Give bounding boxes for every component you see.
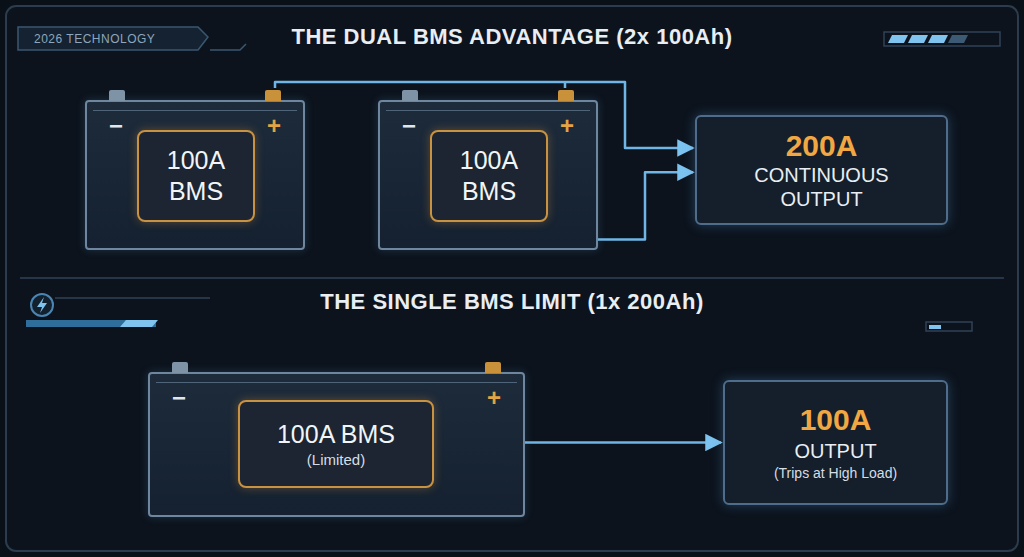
box-text: 100A <box>800 403 872 438</box>
box-text: (Trips at High Load) <box>774 464 897 482</box>
box-text: 100A BMS <box>454 145 524 208</box>
negative-terminal <box>172 362 188 373</box>
level-bar <box>926 322 972 331</box>
tech-tab <box>18 27 208 50</box>
box-text: CONTINUOUS OUTPUT <box>712 163 932 211</box>
box-text: OUTPUT <box>794 438 876 464</box>
box-text: 200A <box>786 129 858 164</box>
power-connector <box>598 172 693 239</box>
minus-sign: − <box>172 386 186 410</box>
box-text: 100A BMS <box>277 419 395 449</box>
battery: − +100A BMS <box>378 100 598 250</box>
bms-box: 100A BMS <box>137 130 255 222</box>
output-box: 200ACONTINUOUS OUTPUT <box>695 115 948 225</box>
bms-box: 100A BMS <box>430 130 548 222</box>
box-text: (Limited) <box>307 449 365 470</box>
battery: − +100A BMS <box>85 100 305 250</box>
charge-icon <box>26 294 210 327</box>
tag-label: 2026 TECHNOLOGY <box>34 32 155 46</box>
bms-box: 100A BMS(Limited) <box>238 400 434 488</box>
negative-terminal <box>402 90 418 101</box>
battery-lip <box>386 110 590 111</box>
battery-lip <box>93 110 297 111</box>
plus-sign: + <box>487 386 501 410</box>
divider <box>20 277 1004 279</box>
tab-trace <box>210 44 246 50</box>
minus-sign: − <box>109 114 123 138</box>
power-connector <box>525 441 721 444</box>
negative-terminal <box>109 90 125 101</box>
signal-bars <box>884 32 1000 46</box>
battery: − +100A BMS(Limited) <box>148 372 525 517</box>
battery-lip <box>156 382 517 383</box>
minus-sign: − <box>402 114 416 138</box>
output-box: 100AOUTPUT(Trips at High Load) <box>723 380 948 505</box>
positive-terminal <box>558 90 574 101</box>
plus-sign: + <box>560 114 574 138</box>
plus-sign: + <box>267 114 281 138</box>
frame <box>6 6 1018 551</box>
box-text: 100A BMS <box>161 145 231 208</box>
positive-terminal <box>265 90 281 101</box>
positive-terminal <box>485 362 501 373</box>
heading: THE SINGLE BMS LIMIT (1x 200Ah) <box>0 289 1024 315</box>
